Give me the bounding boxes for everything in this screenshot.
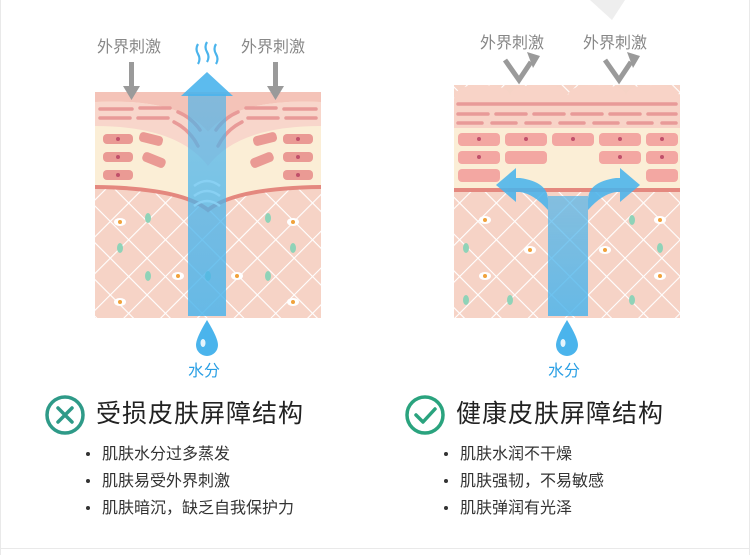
healthy-deflection-arrows — [502, 58, 634, 85]
damaged-water-arrow — [181, 72, 233, 316]
list-item: 肌肤弹润有光泽 — [444, 494, 604, 521]
check-circle-icon — [405, 395, 445, 435]
healthy-surface — [454, 85, 680, 128]
frame-bottom — [0, 548, 750, 549]
list-item: 肌肤水润不干燥 — [444, 440, 604, 467]
healthy-water-label: 水分 — [548, 361, 580, 380]
healthy-water-drop-icon — [556, 320, 578, 356]
damaged-water-label: 水分 — [188, 361, 220, 380]
damaged-bullet-list: 肌肤水分过多蒸发 肌肤易受外界刺激 肌肤暗沉，缺乏自我保护力 — [86, 440, 294, 521]
corner-decoration — [590, 0, 625, 20]
evaporation-waves — [195, 41, 219, 65]
damaged-stimulus-right-label: 外界刺激 — [241, 37, 305, 56]
healthy-bullet-list: 肌肤水润不干燥 肌肤强韧，不易敏感 肌肤弹润有光泽 — [444, 440, 604, 521]
healthy-title: 健康皮肤屏障结构 — [456, 399, 665, 428]
damaged-stimulus-arrows — [123, 62, 284, 100]
list-item: 肌肤易受外界刺激 — [86, 467, 294, 494]
frame-left — [0, 0, 1, 555]
x-circle-icon — [45, 395, 85, 435]
damaged-title: 受损皮肤屏障结构 — [96, 399, 305, 428]
healthy-stimulus-left-label: 外界刺激 — [480, 33, 544, 52]
damaged-water-drop-icon — [196, 320, 218, 356]
list-item: 肌肤强韧，不易敏感 — [444, 467, 604, 494]
damaged-stimulus-left-label: 外界刺激 — [97, 37, 161, 56]
skin-diagrams: 外界刺激 外界刺激 外界刺激 外界刺激 水分 水分 — [95, 0, 680, 380]
healthy-water-arrow — [496, 168, 640, 316]
list-item: 肌肤暗沉，缺乏自我保护力 — [86, 494, 294, 521]
list-item: 肌肤水分过多蒸发 — [86, 440, 294, 467]
healthy-stimulus-right-label: 外界刺激 — [583, 33, 647, 52]
